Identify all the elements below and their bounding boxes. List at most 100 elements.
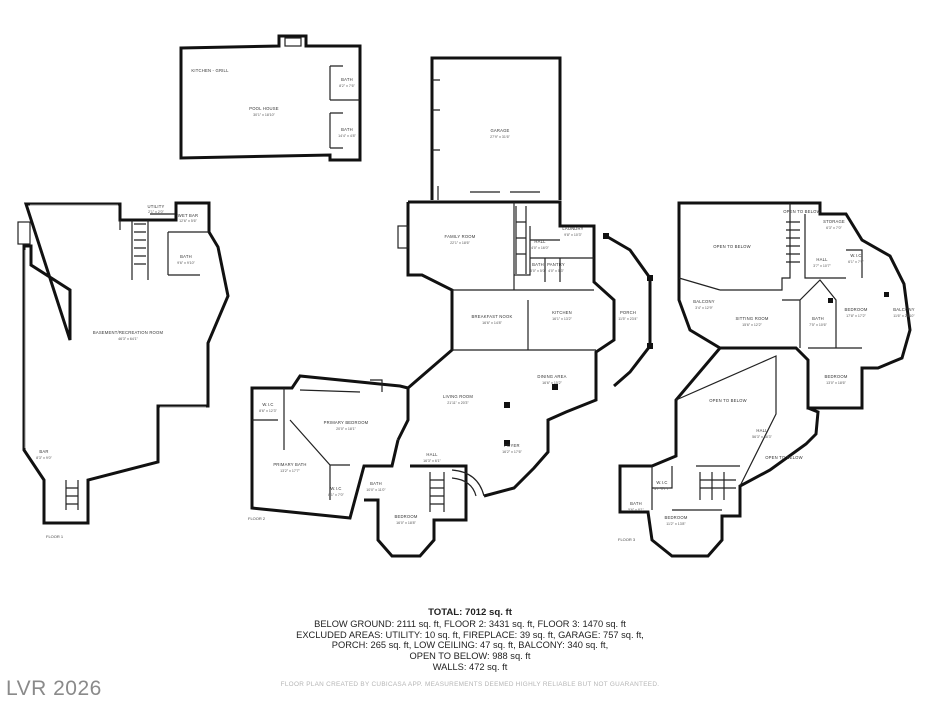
bar-label: BAR xyxy=(39,449,48,454)
pool-bath2-label: BATH xyxy=(341,127,353,132)
bath-f2b-label: BATH xyxy=(370,481,382,486)
balcony-column-1 xyxy=(884,292,889,297)
bedroom-f3c-dim: 11'2" x 13'8" xyxy=(666,522,686,526)
area-line-1: BELOW GROUND: 2111 sq. ft, FLOOR 2: 3431… xyxy=(314,618,626,629)
bath-f2b-dim: 10'0" x 11'0" xyxy=(366,488,386,492)
basement-room-dim: 46'3" x 64'1" xyxy=(118,337,138,341)
foyer-label: FOYER xyxy=(504,443,519,448)
floor1-label: FLOOR 1 xyxy=(46,534,64,539)
wic-f2b-dim: 8'1" x 7'0" xyxy=(328,493,344,497)
porch-label: PORCH xyxy=(620,310,636,315)
living-room-label: LIVING ROOM xyxy=(443,394,473,399)
primary-bedroom-label: PRIMARY BEDROOM xyxy=(324,420,369,425)
bath-f3b-dim: 5'6" x 8'1" xyxy=(628,508,644,512)
wic-f2b-label: W.I.C xyxy=(330,486,341,491)
floor2-plan: GARAGE 27'9" x 31'6" FAMILY ROOM 22'1" x… xyxy=(248,56,653,558)
balcony-column-2 xyxy=(828,298,833,303)
porch-dim: 11'5" x 23'4" xyxy=(618,317,638,321)
balcony-1-dim: 3'4" x 12'9" xyxy=(695,306,713,310)
floor3-plan: OPEN TO BELOW OPEN TO BELOW STORAGE 6'3"… xyxy=(618,201,915,558)
family-room-fireplace xyxy=(397,225,409,249)
laundry-label: LAUNDRY xyxy=(562,226,583,231)
floor3-upper-inner xyxy=(678,203,863,349)
wic-f3a-label: W.I.C xyxy=(850,253,861,258)
floor3-label: FLOOR 3 xyxy=(618,537,636,542)
family-room-label: FAMILY ROOM xyxy=(445,234,476,239)
bath-f2a-dim: 5'0" x 5'0" xyxy=(530,269,546,273)
kitchen-dim: 16'1" x 13'2" xyxy=(552,317,572,321)
floor1-walls xyxy=(22,201,230,525)
hall-f3b-label: HALL xyxy=(756,428,768,433)
wic-f3b-label: W.I.C xyxy=(656,480,667,485)
pool-bath1-label: BATH xyxy=(341,77,353,82)
column-1 xyxy=(504,402,510,408)
floor3-stairs xyxy=(699,221,800,500)
garage-doors xyxy=(432,79,540,200)
hall-f2a-dim: 4'0" x 16'0" xyxy=(531,246,549,250)
sitting-room-label: SITTING ROOM xyxy=(735,316,768,321)
hall-f3a-dim: 3'7" x 10'7" xyxy=(813,264,831,268)
pool-house-chimney xyxy=(284,37,302,47)
hall-f3a-label: HALL xyxy=(816,257,828,262)
area-line-5: WALLS: 472 sq. ft xyxy=(432,661,508,672)
utility-dim: 2'1" x 2'0" xyxy=(148,210,164,214)
floor1-stairs xyxy=(65,223,146,510)
floor2-upper-inner xyxy=(452,202,596,351)
open-to-below-1-label: OPEN TO BELOW xyxy=(713,244,751,249)
pantry-dim: 4'0" x 5'3" xyxy=(548,269,564,273)
balcony-2-label: BALCONY xyxy=(893,307,914,312)
hall-f3b-dim: 56'3" x 38'3" xyxy=(752,435,772,439)
pool-bath2-dim: 14'4" x 4'8" xyxy=(338,134,356,138)
primary-suite-inner xyxy=(252,379,383,500)
area-line-3: PORCH: 265 sq. ft, LOW CEILING: 47 sq. f… xyxy=(331,640,609,651)
primary-bath-label: PRIMARY BATH xyxy=(273,462,306,467)
storage-dim: 6'3" x 7'0" xyxy=(826,226,842,230)
basement-bath-dim: 9'6" x 9'10" xyxy=(177,261,195,265)
wic-f3a-dim: 6'1" x 7'9" xyxy=(848,260,864,264)
bath-f3a-dim: 7'5" x 10'6" xyxy=(809,323,827,327)
hall-f2b-label: HALL xyxy=(426,452,438,457)
open-to-below-2-label: OPEN TO BELOW xyxy=(783,209,821,214)
total-area: TOTAL: 7012 sq. ft xyxy=(428,607,512,618)
primary-bedroom-dim: 20'0" x 18'1" xyxy=(336,427,356,431)
hall-f2a-label: HALL xyxy=(534,239,546,244)
column-3 xyxy=(552,384,558,390)
area-summary: TOTAL: 7012 sq. ft BELOW GROUND: 2111 sq… xyxy=(200,607,740,673)
porch-column-3 xyxy=(647,343,653,349)
basement-room-label: BASEMENT/RECREATION ROOM xyxy=(93,330,164,335)
floor1-fireplace xyxy=(17,221,31,245)
bedroom-f2-dim: 16'0" x 18'8" xyxy=(396,521,416,525)
bath-f3b-label: BATH xyxy=(630,501,642,506)
floor2-label: FLOOR 2 xyxy=(248,516,266,521)
garage-label: GARAGE xyxy=(490,128,509,133)
floor1-windows xyxy=(24,204,206,448)
pool-house-dim: 30'1" x 18'10" xyxy=(253,113,275,117)
bath-f3a-label: BATH xyxy=(812,316,824,321)
bedroom-f2-walls xyxy=(364,464,468,558)
pool-house-walls xyxy=(179,34,362,162)
porch-column-1 xyxy=(603,233,609,239)
floor3-upper-walls xyxy=(677,201,912,410)
floor2-upper-walls xyxy=(396,200,616,498)
basement-bath-label: BATH xyxy=(180,254,192,259)
laundry-dim: 9'8" x 10'3" xyxy=(564,233,582,237)
dining-area-label: DINING AREA xyxy=(537,374,566,379)
bath-f2a-label: BATH xyxy=(532,262,544,267)
floor2-stairs xyxy=(429,206,527,512)
bedroom-f3c-label: BEDROOM xyxy=(664,515,687,520)
disclaimer: FLOOR PLAN CREATED BY CUBICASA APP. MEAS… xyxy=(280,681,660,688)
floor1-plan: UTILITY 2'1" x 2'0" WET BAR 12'6" x 5'6"… xyxy=(17,201,230,539)
pantry-label: PANTRY xyxy=(547,262,565,267)
balcony-1-label: BALCONY xyxy=(693,299,714,304)
pool-bath1-dim: 8'2" x 7'6" xyxy=(339,84,355,88)
primary-suite-walls xyxy=(250,374,409,520)
floor3-lower-inner xyxy=(651,355,777,511)
kitchen-label: KITCHEN xyxy=(552,310,572,315)
area-line-2: EXCLUDED AREAS: UTILITY: 10 sq. ft, FIRE… xyxy=(296,629,644,640)
wic-f3b-dim: 3'7" x 7'7" xyxy=(654,487,670,491)
bedroom-f3b-dim: 13'0" x 18'6" xyxy=(826,381,846,385)
pool-house-plan: KITCHEN - GRILL POOL HOUSE 30'1" x 18'10… xyxy=(179,34,362,162)
wic-f2a-dim: 8'6" x 12'3" xyxy=(259,409,277,413)
